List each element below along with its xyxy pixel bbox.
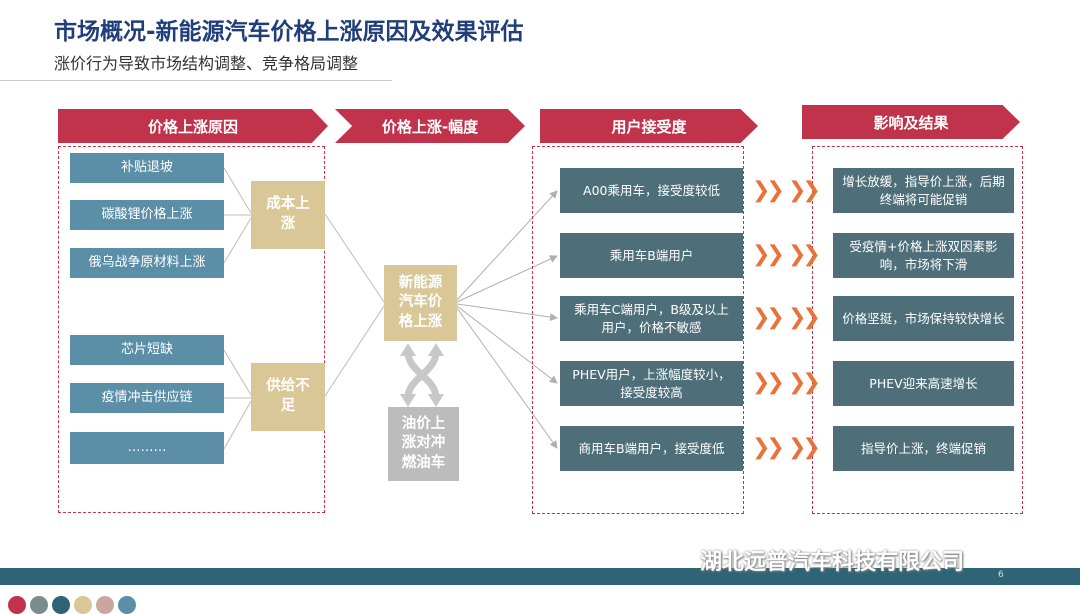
wechat-icon [684,550,704,567]
connector-line [223,167,252,214]
connector-line [324,305,385,397]
page-subtitle: 涨价行为导致市场结构调整、竞争格局调整 [54,54,359,73]
footer-dot [74,596,92,614]
result-growth-slowdown: 增长放缓，指导价上涨，后期终端将可能促销 [833,168,1014,213]
stage-header-magnitude: 价格上涨-幅度 [335,109,525,143]
footer-dot [96,596,114,614]
connector-arrow [456,307,558,449]
result-market-decline: 受疫情+价格上涨双因素影响，市场将下滑 [833,233,1014,278]
connector-line [324,213,385,303]
footer-dot [118,596,136,614]
page-number: 6 [998,570,1004,580]
double-chevron-icon: ❯❯ [788,178,821,203]
connector-arrow [456,303,558,321]
cause-lithium-price: 碳酸锂价格上涨 [70,200,224,230]
user-phev: PHEV用户，上涨幅度较小，接受度较高 [560,361,743,406]
company-watermark: 湖北远普汽车科技有限公司 [700,550,965,575]
cause-chip-shortage: 芯片短缺 [70,335,224,365]
causes-group [58,146,325,513]
connector-arrow [456,190,558,301]
double-chevron-icon: ❯❯ [788,242,821,267]
cost-rise-box: 成本上涨 [251,181,325,249]
user-a00: A00乘用车，接受度较低 [560,168,743,213]
double-chevron-icon: ❯❯ [752,305,785,330]
nev-price-rise-box: 新能源汽车价格上涨 [384,265,457,341]
crossed-arrows-icon [400,343,444,407]
connector-arrow [456,305,558,384]
double-chevron-icon: ❯❯ [788,305,821,330]
cause-war-materials: 俄乌战争原材料上涨 [70,248,224,278]
double-chevron-icon: ❯❯ [788,370,821,395]
footer-dot [52,596,70,614]
user-passenger-c2c: 乘用车C端用户，B级及以上用户，价格不敏感 [560,296,743,341]
result-terminal-promotion: 指导价上涨，终端促销 [833,426,1014,471]
double-chevron-icon: ❯❯ [752,370,785,395]
double-chevron-icon: ❯❯ [752,435,785,460]
cause-supply-chain: 疫情冲击供应链 [70,383,224,413]
result-price-firm: 价格坚挺，市场保持较快增长 [833,296,1014,341]
stage-header-acceptance: 用户接受度 [540,109,758,143]
double-chevron-icon: ❯❯ [752,242,785,267]
users-group [532,146,744,514]
result-phev-growth: PHEV迎来高速增长 [833,361,1014,406]
double-chevron-icon: ❯❯ [788,435,821,460]
cause-more: ……… [70,432,224,464]
stage-header-results: 影响及结果 [802,105,1020,139]
double-chevron-icon: ❯❯ [752,178,785,203]
title-divider [0,80,392,81]
user-passenger-b2b: 乘用车B端用户 [560,233,743,278]
footer-bar [0,568,1080,585]
stage-header-causes: 价格上涨原因 [58,109,328,143]
connector-line [223,349,252,396]
connector-line [223,400,252,450]
results-group [812,146,1023,514]
connector-line [223,217,252,264]
supply-shortage-box: 供给不足 [251,363,325,431]
oil-price-offset-box: 油价上涨对冲燃油车 [388,407,459,481]
footer-dot [8,596,26,614]
footer-dot [30,596,48,614]
connector-arrow [456,255,558,303]
cause-subsidy-cut: 补贴退坡 [70,153,224,183]
page-title: 市场概况-新能源汽车价格上涨原因及效果评估 [54,19,524,45]
user-commercial-b2b: 商用车B端用户，接受度低 [560,426,743,471]
